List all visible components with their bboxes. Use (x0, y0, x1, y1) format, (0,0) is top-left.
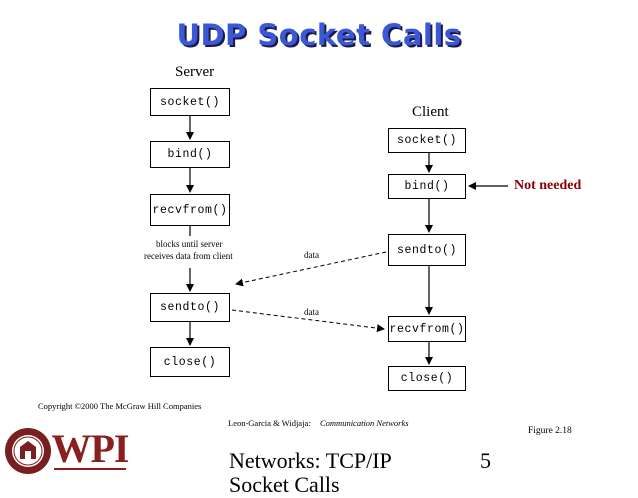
blocks-note-line2: receives data from client (144, 251, 233, 261)
citation-authors: Leon-Garcia & Widjaja: (228, 418, 311, 428)
server-sendto-box: sendto() (150, 293, 230, 322)
citation-title: Communication Networks (320, 418, 409, 428)
client-bind-box: bind() (388, 174, 466, 199)
course-title: Networks: TCP/IP (229, 448, 392, 473)
course-title-line2: Socket Calls (229, 472, 340, 497)
diagram-connectors (186, 116, 508, 365)
page-number: 5 (480, 448, 491, 473)
client-label: Client (412, 104, 449, 120)
figure-label: Figure 2.18 (528, 426, 572, 436)
server-bind-box: bind() (150, 141, 230, 168)
wpi-logo-text: WPI (51, 426, 130, 471)
data-arrow-client-to-server (235, 251, 387, 287)
data-label-2: data (304, 307, 319, 317)
slide-title: UDP Socket Calls (176, 18, 462, 52)
client-recvfrom-box: recvfrom() (388, 316, 466, 342)
server-label: Server (175, 64, 215, 80)
wpi-seal-icon (4, 427, 52, 475)
client-close-box: close() (388, 366, 466, 391)
data-arrow-server-to-client (231, 309, 385, 333)
blocks-note-line1: blocks until server (156, 239, 223, 249)
server-recvfrom-box: recvfrom() (150, 194, 230, 226)
client-sendto-box: sendto() (388, 234, 466, 266)
wpi-logo-underline (54, 468, 126, 470)
wpi-logo: WPI (51, 426, 130, 472)
server-close-box: close() (150, 347, 230, 377)
server-socket-box: socket() (150, 88, 230, 116)
client-socket-box: socket() (388, 128, 466, 153)
not-needed-label: Not needed (514, 178, 582, 193)
data-label-1: data (304, 250, 319, 260)
copyright-text: Copyright ©2000 The McGraw Hill Companie… (38, 401, 202, 411)
